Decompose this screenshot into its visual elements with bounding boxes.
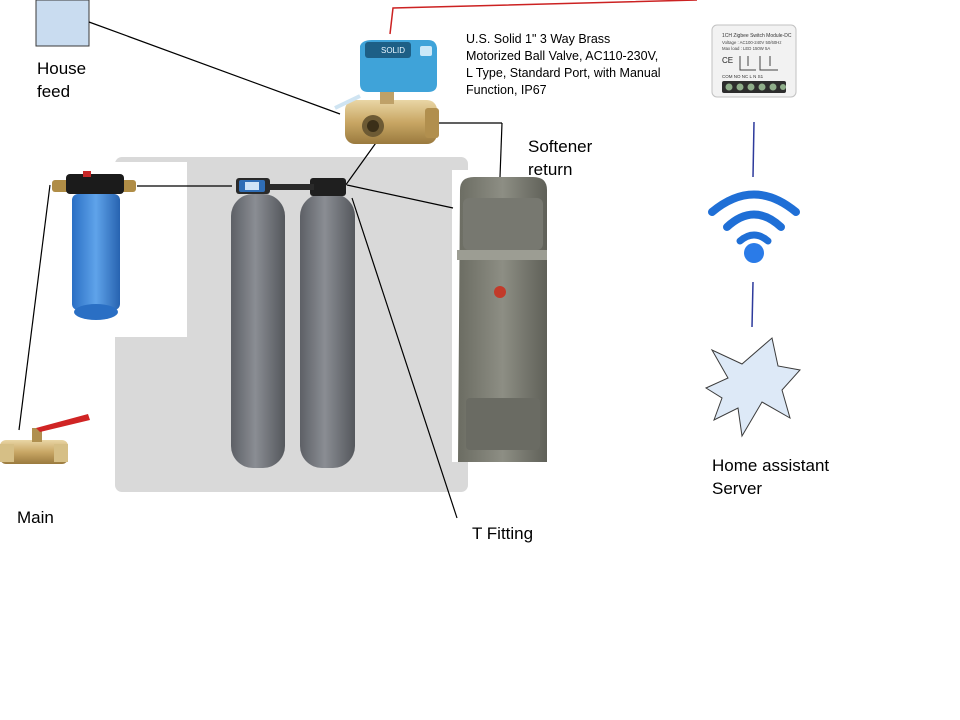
- wifi-server-link: [751, 281, 754, 328]
- home-assistant-label: Home assistant Server: [712, 456, 830, 498]
- power-wire: [389, 0, 698, 35]
- svg-text:1CH Zigbee Switch Module-DC: 1CH Zigbee Switch Module-DC: [722, 33, 792, 39]
- sediment-filter: [52, 171, 136, 320]
- wifi-icon: [708, 190, 800, 263]
- system-backdrop: [115, 157, 468, 492]
- valve-description: U.S. Solid 1" 3 Way Brass Motorized Ball…: [466, 32, 661, 97]
- main-label: Main: [17, 508, 54, 527]
- tank-connector-pipe: [266, 184, 314, 190]
- mineral-tank-left: [231, 178, 285, 468]
- svg-text:COM NO NC L N S1: COM NO NC L N S1: [722, 74, 764, 79]
- home-assistant-server-icon: [704, 337, 801, 438]
- svg-text:SOLID: SOLID: [381, 46, 405, 55]
- softener-return-label: Softener return: [528, 137, 593, 179]
- t-fitting-label: T Fitting: [472, 524, 534, 543]
- svg-text:Voltage : AC100-240V 50/60Hz: Voltage : AC100-240V 50/60Hz: [722, 40, 781, 45]
- connector-lines: [18, 21, 503, 519]
- motorized-valve: SOLID: [334, 40, 439, 144]
- zigbee-switch-module: 1CH Zigbee Switch Module-DC Voltage : AC…: [711, 24, 797, 98]
- house-feed-label: House feed: [37, 59, 87, 101]
- main-ball-valve: [0, 414, 90, 464]
- house-feed-box: [35, 0, 90, 47]
- mineral-tank-right: [300, 178, 355, 468]
- svg-text:CE: CE: [722, 56, 733, 65]
- svg-text:Max load : LED 150W 5A: Max load : LED 150W 5A: [722, 46, 770, 51]
- water-softener: [457, 177, 547, 462]
- module-wifi-link: [752, 121, 755, 178]
